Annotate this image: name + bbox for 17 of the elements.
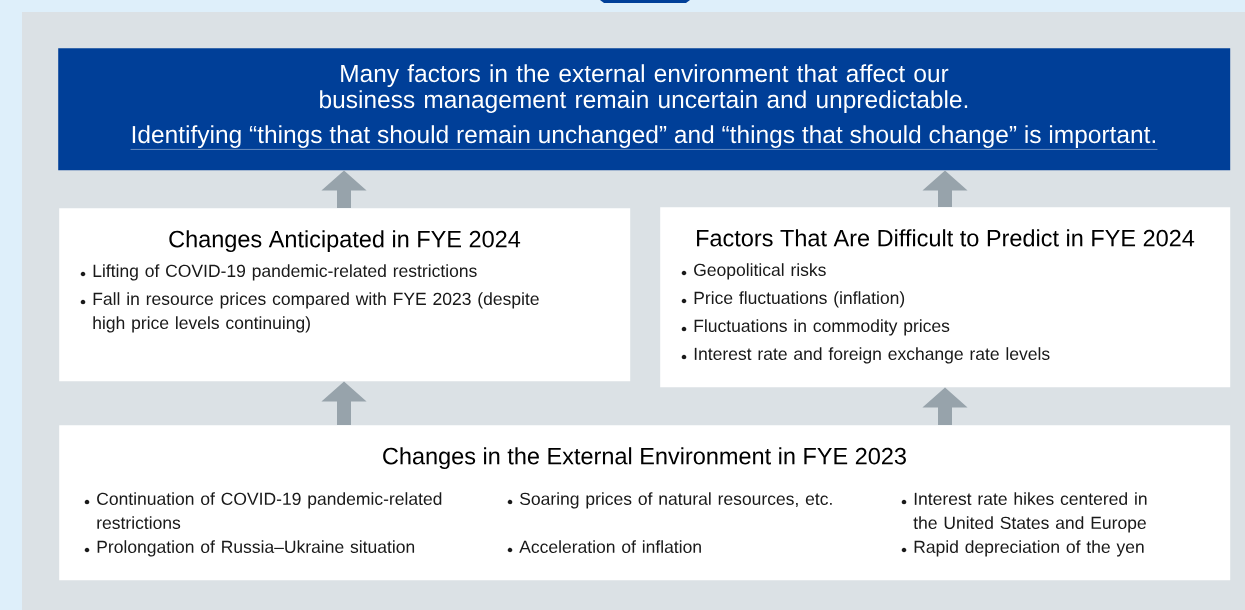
- bullet-item: Prolongation of Russia–Ukraine situation: [84, 540, 415, 557]
- box-heading: Changes in the External Environment in FYE 2023: [383, 447, 906, 470]
- bullet-item: Rapid depreciation of the yen: [901, 540, 1144, 557]
- bullet-item: Geopolitical risks: [681, 263, 826, 280]
- bullet-item: Soaring prices of natural resources, etc.: [507, 492, 832, 509]
- bullet-item: Interest rate hikes centered in the United States and Europe: [901, 492, 1147, 533]
- bullet-item: Acceleration of inflation: [507, 540, 701, 554]
- banner-text: Many factors in the external environment that affect our business management remain uncertain and unpredictable.: [320, 64, 968, 114]
- bullet-item: Fall in resource prices compared with FYE 2023 (despite high price levels continuing): [80, 292, 539, 333]
- bullet-item: Interest rate and foreign exchange rate levels: [681, 347, 1050, 364]
- bullet-item: Price fluctuations (inflation): [681, 291, 905, 308]
- box-heading: Factors That Are Difficult to Predict in FYE 2024: [697, 229, 1195, 247]
- banner-text: Identifying “things that should remain unchanged” and “things that should change” is important.: [130, 125, 1158, 150]
- box-heading: Changes Anticipated in FYE 2024: [169, 230, 521, 253]
- bullet-item: Lifting of COVID-19 pandemic-related restrictions: [80, 264, 477, 281]
- bullet-item: Fluctuations in commodity prices: [681, 319, 950, 336]
- bullet-item: Continuation of COVID-19 pandemic-related restrictions: [84, 492, 442, 530]
